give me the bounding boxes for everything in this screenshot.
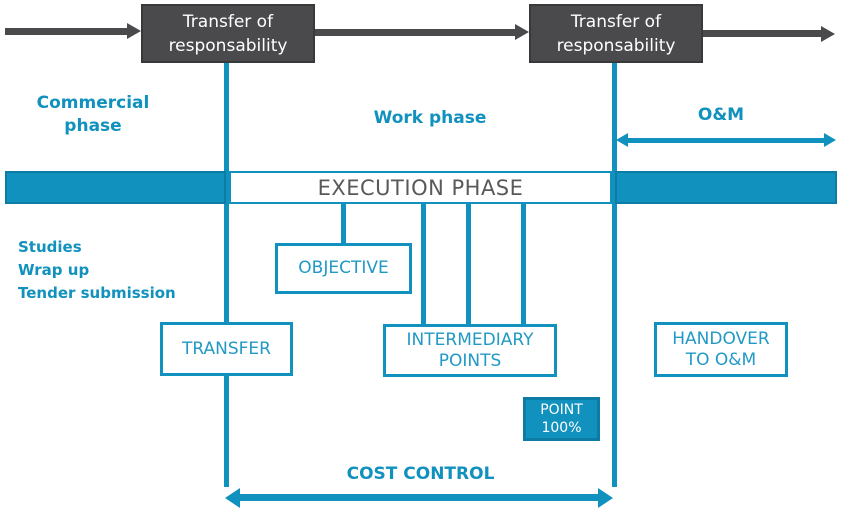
transfer-left-line1: Transfer of [182, 11, 274, 32]
timeline-arrow-right [703, 30, 822, 37]
handover-line2: TO O&M [685, 349, 757, 370]
cost-control-right-head-icon [598, 488, 613, 508]
cost-control-span-arrow [239, 494, 598, 501]
intermediary-points-box: INTERMEDIARY POINTS [383, 324, 557, 377]
work-phase-label: Work phase [373, 108, 487, 128]
commercial-phase-line1: Commercial [36, 93, 150, 113]
intermediary-line2: POINTS [438, 350, 502, 371]
om-arrow-right-head-icon [824, 133, 836, 147]
om-arrow-left-head-icon [616, 133, 628, 147]
execution-phase-box: EXECUTION PHASE [229, 171, 612, 204]
timeline-arrow-left [5, 28, 128, 35]
objective-milestone-box: OBJECTIVE [275, 243, 412, 294]
activity-wrap-up: Wrap up [18, 261, 90, 279]
intermediary-connector-line-1 [421, 203, 426, 325]
transfer-of-responsability-box-left: Transfer of responsability [141, 4, 315, 63]
objective-milestone-label: OBJECTIVE [298, 258, 389, 278]
timeline-arrow-left-head-icon [127, 23, 141, 39]
timeline-arrow-middle [315, 29, 516, 36]
point100-line1: POINT [540, 402, 583, 418]
transfer-milestone-label: TRANSFER [182, 338, 271, 359]
cost-control-label: COST CONTROL [346, 464, 495, 484]
milestone-line-right [612, 63, 617, 487]
intermediary-connector-line-2 [466, 203, 471, 325]
activity-studies: Studies [18, 238, 82, 256]
commercial-phase-label: Commercial phase [28, 92, 158, 138]
transfer-milestone-box: TRANSFER [160, 322, 293, 376]
handover-to-om-box: HANDOVER TO O&M [654, 322, 788, 377]
transfer-right-line1: Transfer of [570, 11, 662, 32]
point100-line2: 100% [541, 420, 582, 436]
band-segment-right [615, 171, 837, 204]
om-phase-label: O&M [697, 105, 745, 125]
timeline-arrow-middle-head-icon [515, 24, 529, 40]
transfer-left-line2: responsability [168, 35, 288, 56]
transfer-of-responsability-box-right: Transfer of responsability [529, 4, 703, 63]
timeline-arrow-right-head-icon [821, 26, 835, 42]
transfer-right-line2: responsability [556, 35, 676, 56]
intermediary-connector-line-3 [521, 203, 526, 325]
milestone-line-left [224, 63, 229, 487]
activity-tender-submission: Tender submission [18, 284, 176, 302]
intermediary-line1: INTERMEDIARY [406, 329, 534, 350]
cost-control-left-head-icon [225, 488, 240, 508]
point-100-box: POINT 100% [523, 397, 600, 441]
om-span-arrow [627, 138, 825, 143]
execution-phase-label: EXECUTION PHASE [317, 175, 524, 200]
objective-connector-line [341, 203, 346, 244]
band-segment-left [5, 171, 226, 204]
handover-line1: HANDOVER [672, 328, 770, 349]
commercial-activities-list: Studies Wrap up Tender submission [18, 236, 176, 305]
commercial-phase-line2: phase [64, 116, 122, 136]
